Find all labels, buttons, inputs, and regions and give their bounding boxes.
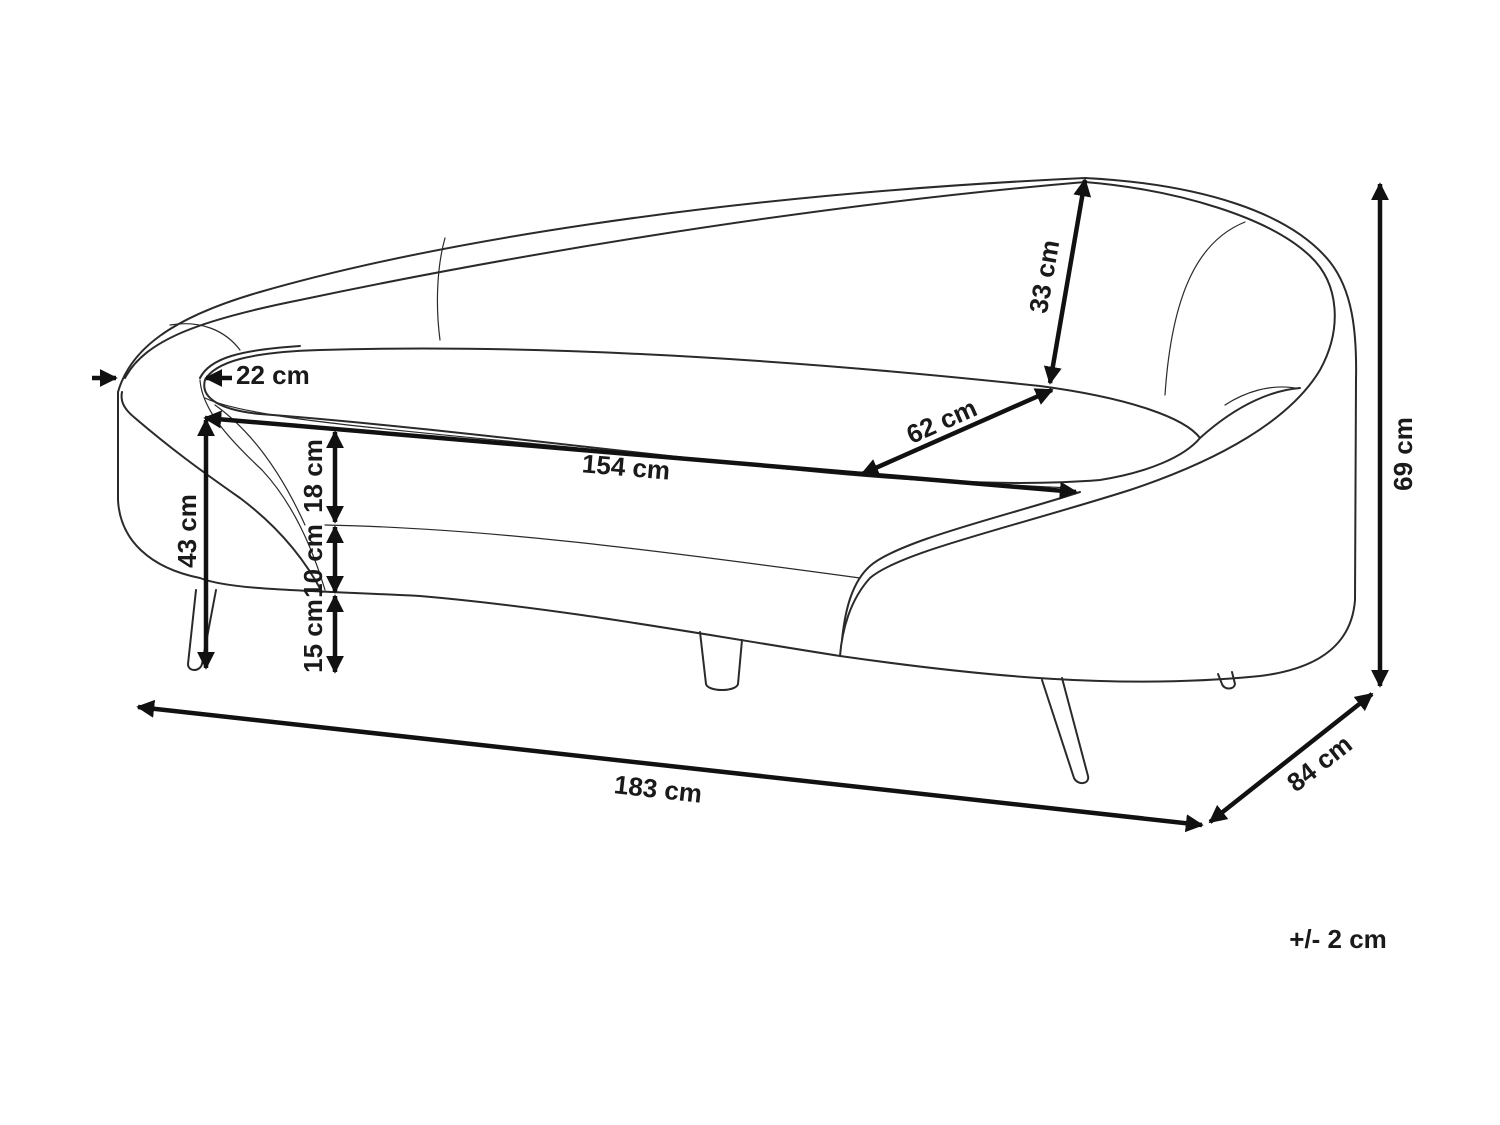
dimension-arrows: [92, 178, 1389, 833]
label-armrest-width: 22 cm: [236, 360, 310, 390]
sofa-outer-rim: [117, 177, 1358, 683]
arrow-overall-width: [136, 699, 1204, 833]
label-seat-width: 154 cm: [581, 448, 671, 485]
sofa-leg-right-back: [1217, 671, 1236, 690]
dimension-labels: 183 cm 84 cm 69 cm 33 cm 62 cm 154 cm 22…: [172, 238, 1418, 954]
label-base-height: 10 cm: [298, 524, 328, 598]
tolerance-note: +/- 2 cm: [1289, 924, 1387, 954]
label-overall-height: 69 cm: [1388, 417, 1418, 491]
sofa-left-arm: [120, 391, 323, 593]
label-leg-height: 15 cm: [298, 599, 328, 673]
label-overall-depth: 84 cm: [1281, 729, 1358, 798]
arrow-overall-depth: [1208, 692, 1374, 824]
arrow-backrest-height: [1043, 178, 1092, 385]
sofa-leg-middle: [699, 631, 743, 691]
label-overall-width: 183 cm: [613, 769, 704, 808]
arrow-seat-width: [203, 410, 1078, 500]
sofa-leg-right-front: [1041, 677, 1090, 784]
sofa-leg-left: [187, 589, 217, 671]
label-backrest-height: 33 cm: [1023, 238, 1065, 316]
label-seat-height: 43 cm: [172, 494, 202, 568]
sofa-inner-rim: [124, 181, 1336, 657]
label-cushion-height: 18 cm: [298, 439, 328, 513]
